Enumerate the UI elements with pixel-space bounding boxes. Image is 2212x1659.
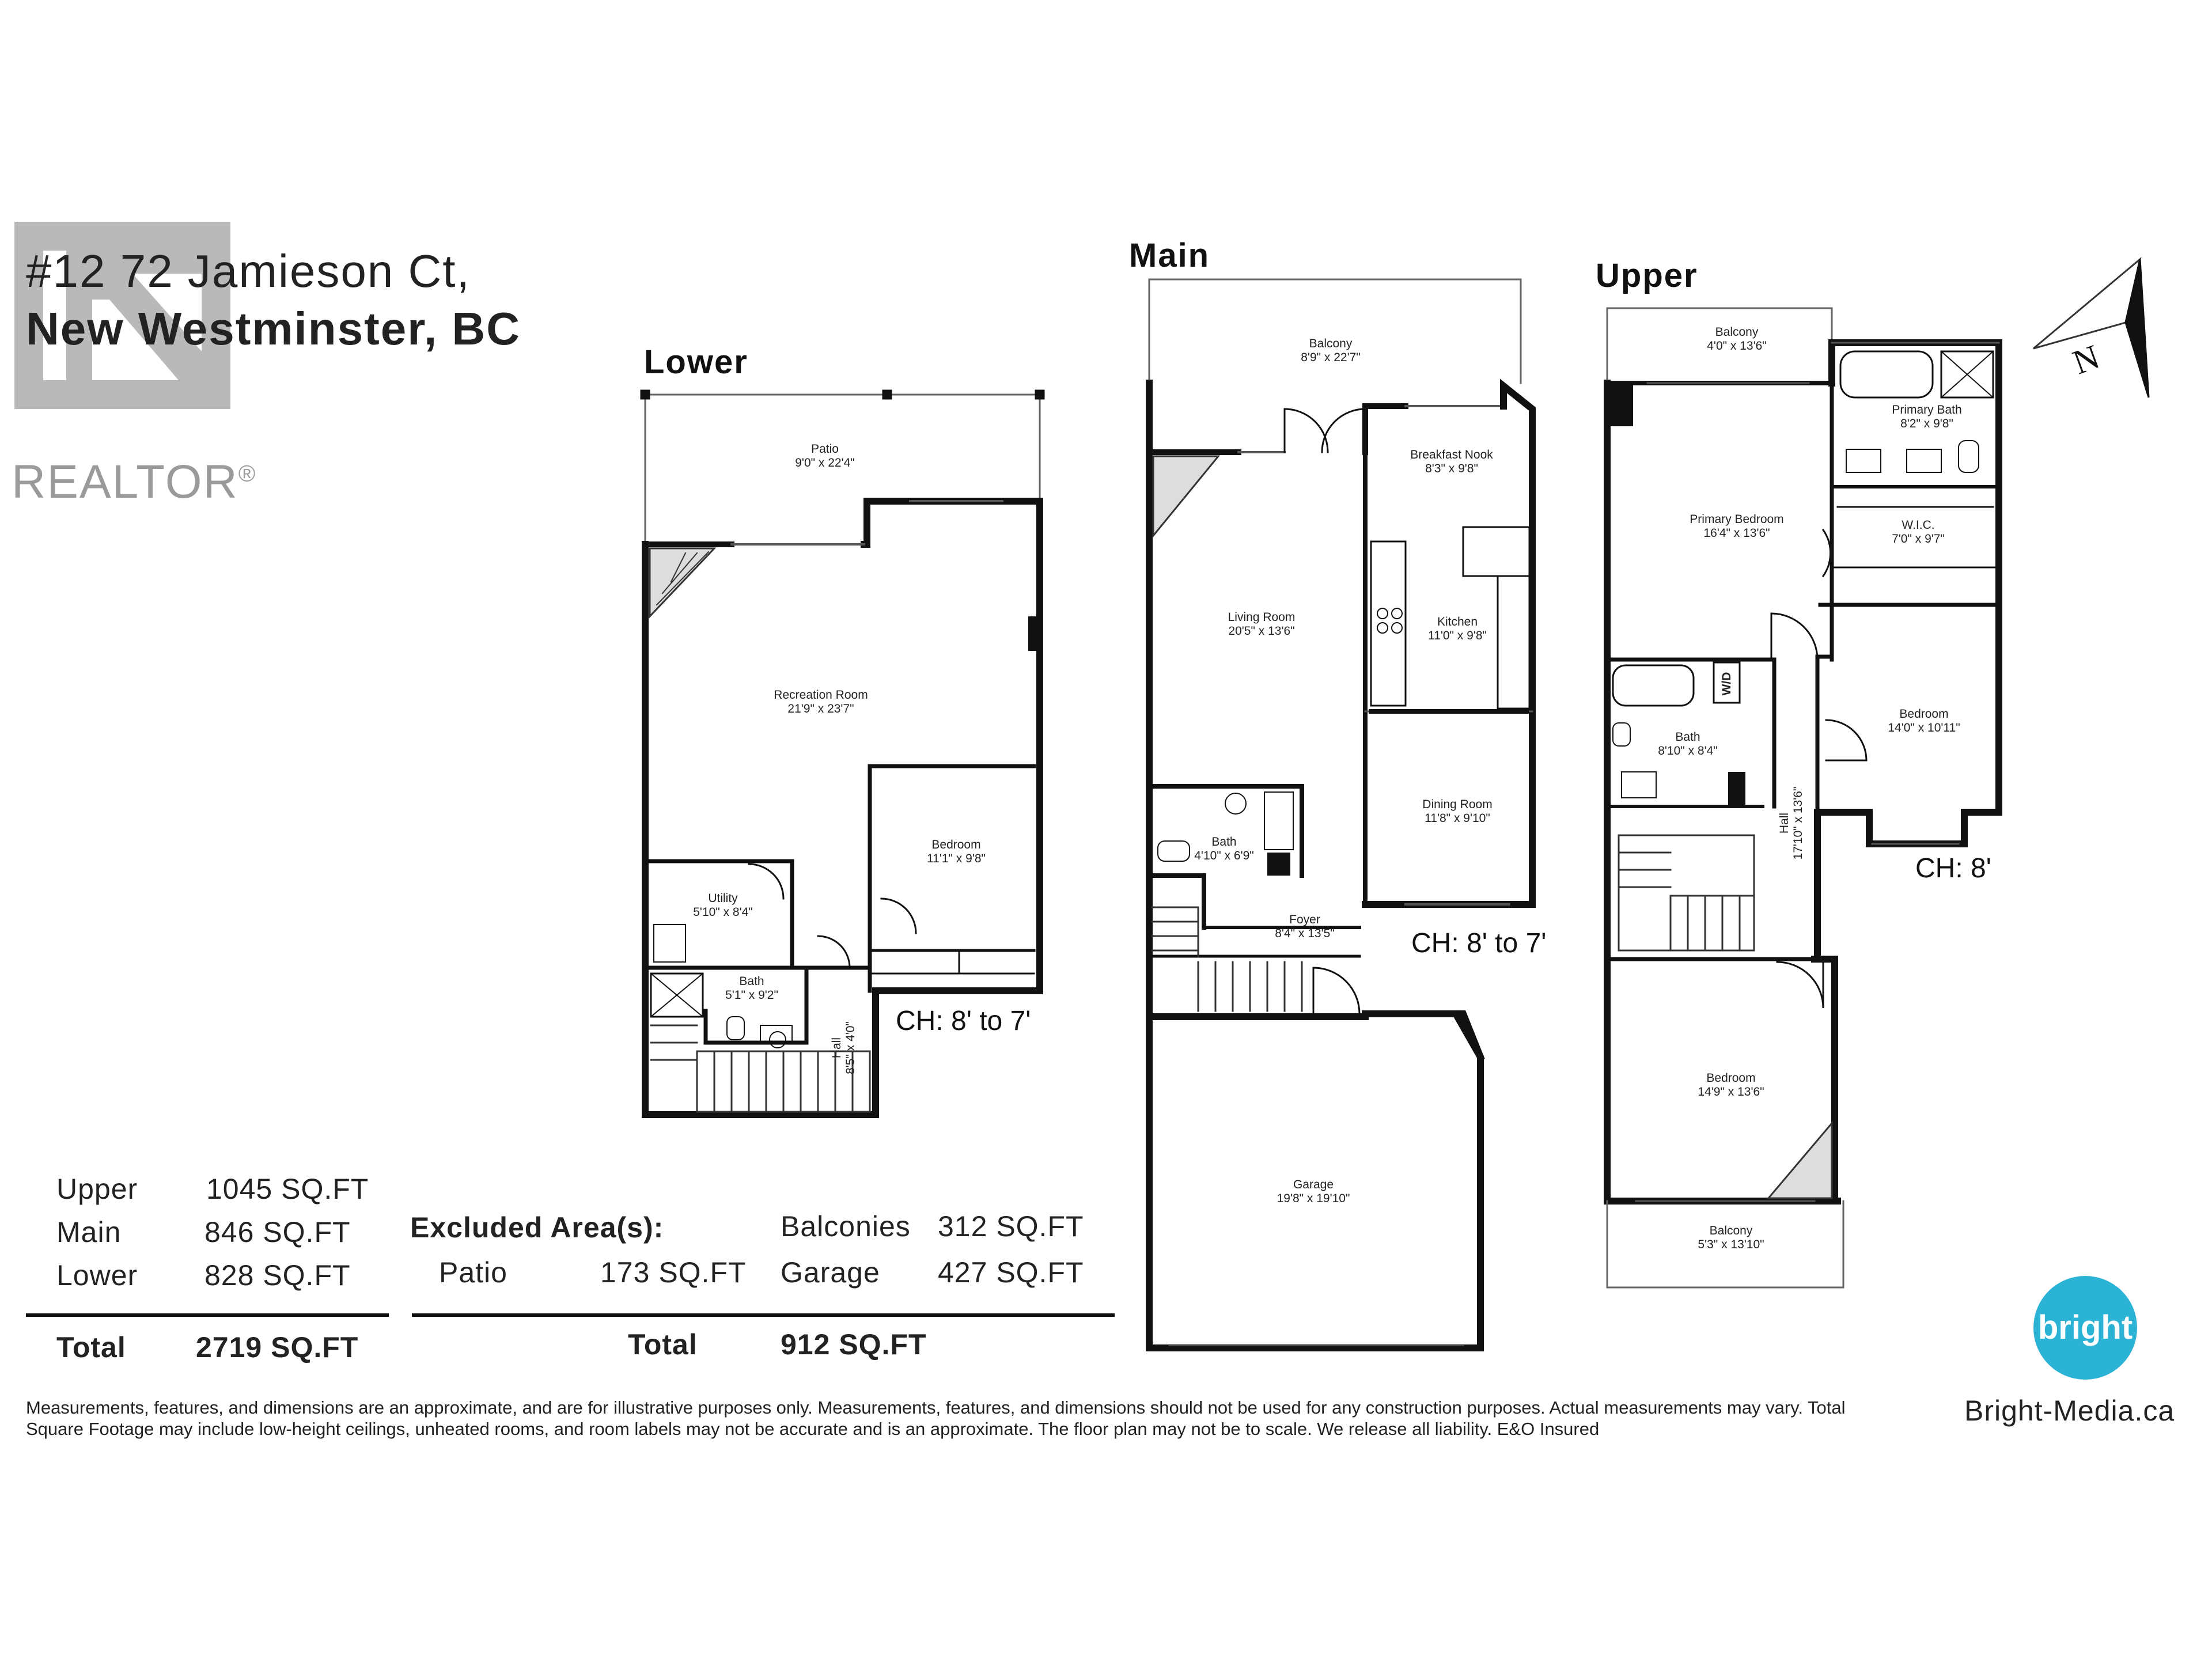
address-line-2: New Westminster, BC xyxy=(26,303,521,354)
excluded-title: Excluded Area(s): xyxy=(410,1211,664,1244)
bright-media-logo: bright xyxy=(2033,1276,2137,1380)
room-label: W/D xyxy=(1720,672,1733,696)
north-arrow-icon xyxy=(2033,256,2150,398)
excluded-total-value: 912 SQ.FT xyxy=(781,1328,927,1361)
upper-floor-plan xyxy=(1604,307,2002,1289)
main-floor-plan xyxy=(1146,278,1536,1351)
area-rule-left xyxy=(26,1313,389,1317)
room-label: W.I.C.7'0" x 9'7" xyxy=(1892,518,1945,546)
excluded-value-patio: 173 SQ.FT xyxy=(600,1256,747,1289)
excluded-total-label: Total xyxy=(628,1328,698,1361)
floor-label-lower: Lower xyxy=(644,343,748,381)
ceiling-height-lower: CH: 8' to 7' xyxy=(896,1006,1031,1036)
disclaimer-text: Measurements, features, and dimensions a… xyxy=(26,1397,1846,1439)
realtor-wordmark: REALTOR® xyxy=(12,455,256,509)
bright-media-url: Bright-Media.ca xyxy=(1964,1395,2175,1427)
floor-label-upper: Upper xyxy=(1596,257,1698,294)
area-value-main: 846 SQ.FT xyxy=(204,1216,351,1248)
excluded-value-garage: 427 SQ.FT xyxy=(938,1256,1084,1289)
area-label-lower: Lower xyxy=(56,1259,138,1291)
excluded-label-patio: Patio xyxy=(439,1256,507,1289)
excluded-label-balconies: Balconies xyxy=(781,1210,911,1243)
total-label: Total xyxy=(56,1331,126,1363)
floor-label-main: Main xyxy=(1129,237,1210,274)
excluded-label-garage: Garage xyxy=(781,1256,880,1289)
total-value: 2719 SQ.FT xyxy=(196,1331,359,1363)
area-value-lower: 828 SQ.FT xyxy=(204,1259,351,1291)
address-line-1: #12 72 Jamieson Ct, xyxy=(26,245,471,297)
realtor-text: REALTOR xyxy=(12,456,238,508)
excluded-value-balconies: 312 SQ.FT xyxy=(938,1210,1084,1243)
area-value-upper: 1045 SQ.FT xyxy=(206,1173,369,1205)
lower-floor-plan xyxy=(640,389,1045,1118)
area-label-main: Main xyxy=(56,1216,122,1248)
area-label-upper: Upper xyxy=(56,1173,138,1205)
ceiling-height-main: CH: 8' to 7' xyxy=(1411,928,1547,959)
ceiling-height-upper: CH: 8' xyxy=(1915,853,1991,884)
realtor-registered-mark: ® xyxy=(238,461,257,487)
area-rule-right xyxy=(412,1313,1115,1317)
realtor-r-logo-icon xyxy=(14,222,230,409)
